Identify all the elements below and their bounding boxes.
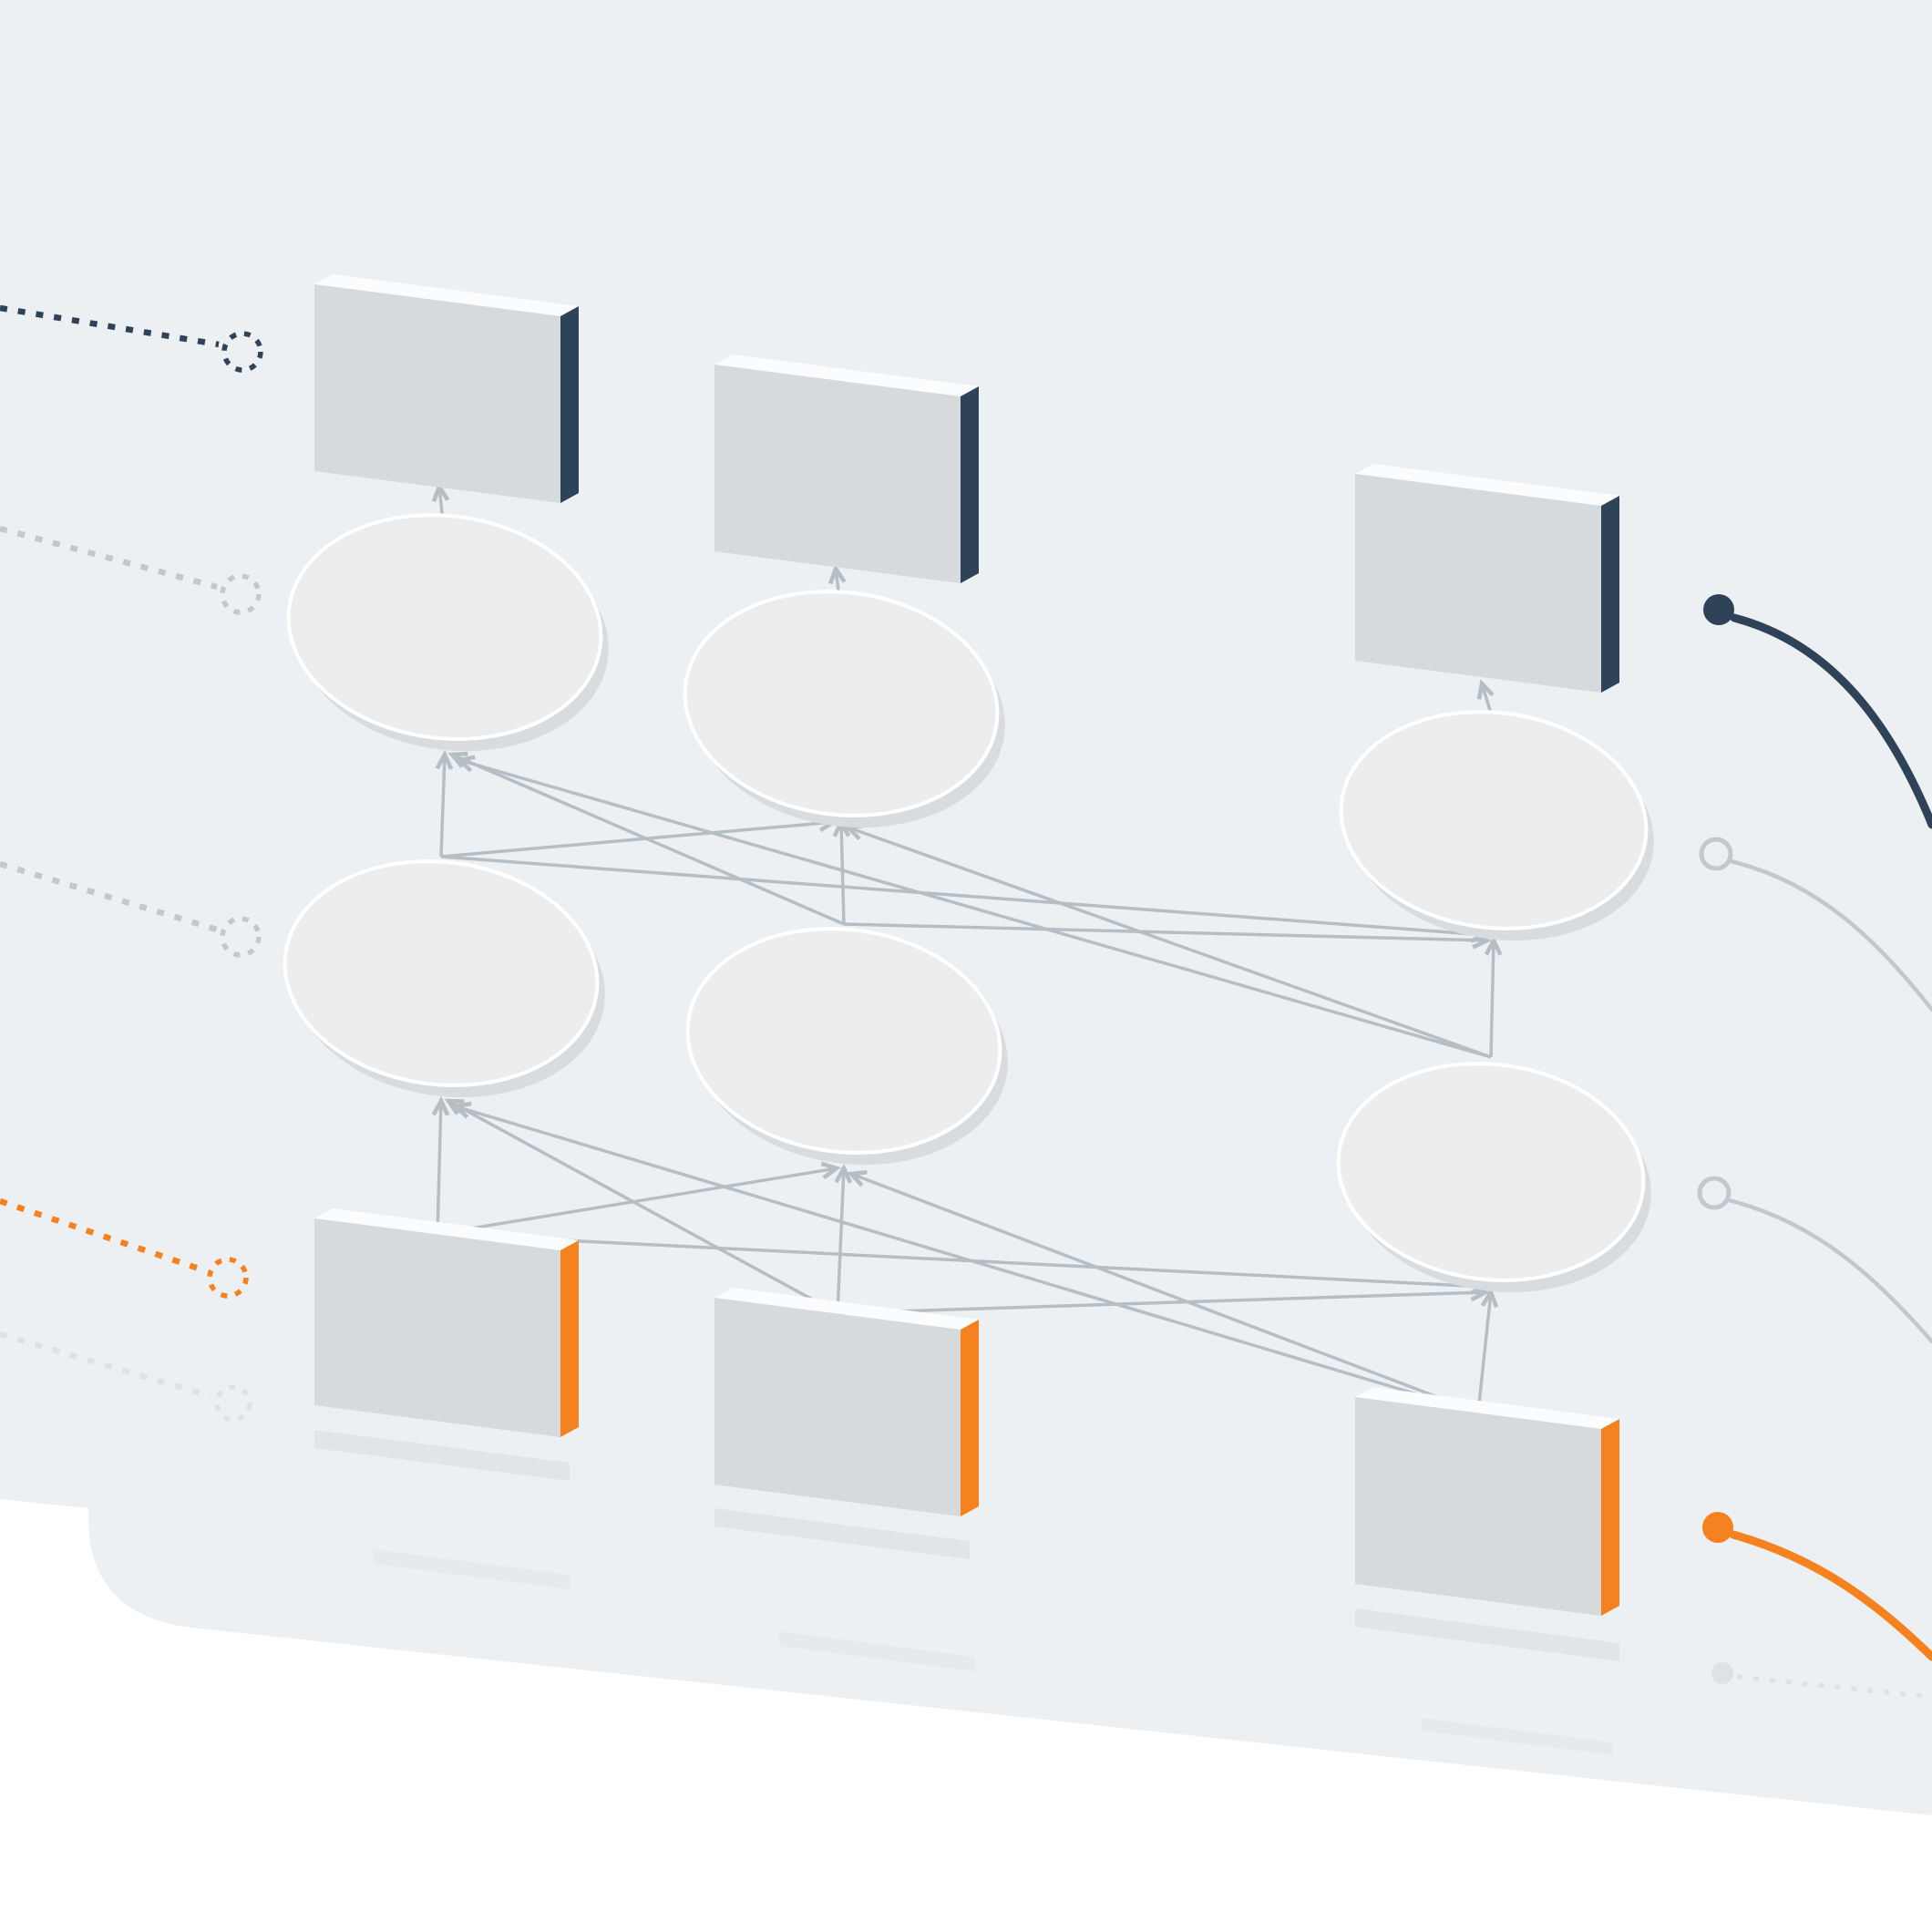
- filled-dot-marker: [1702, 1512, 1733, 1543]
- ellipse-face: [283, 859, 600, 1087]
- hidden-node-upper-1: [286, 513, 609, 752]
- box-side-navy: [961, 386, 979, 583]
- connection-arrow: [1476, 1287, 1499, 1413]
- dashed-circle-marker: [207, 1257, 249, 1299]
- reflection-strip: [374, 1549, 570, 1589]
- connection-arrow: [844, 823, 1492, 1059]
- hidden-node-upper-3: [1339, 710, 1654, 941]
- reflection-strips: [314, 1430, 1619, 1755]
- box-face: [1355, 474, 1601, 693]
- dashed-circle-marker: [220, 916, 262, 958]
- box-side-orange: [961, 1320, 979, 1516]
- right-connector-faint: [1711, 1662, 1932, 1700]
- dashed-lead-line: [0, 525, 218, 591]
- box-side-orange: [1601, 1419, 1619, 1616]
- right-connector-orange: [1702, 1512, 1932, 1661]
- reflection-strip: [1355, 1608, 1619, 1661]
- reflection-strip: [779, 1631, 975, 1671]
- box-face: [314, 284, 560, 503]
- box-face: [714, 365, 961, 583]
- connection-arrow: [1484, 935, 1503, 1058]
- ellipse-face: [685, 927, 1002, 1155]
- dashed-circle-marker: [220, 573, 262, 615]
- hidden-node-lower-1: [283, 859, 605, 1098]
- right-connector-gray-1: [1699, 837, 1932, 1012]
- connection-arrow: [843, 922, 1493, 950]
- box-face: [1355, 1397, 1601, 1616]
- input-box-2: [714, 1288, 979, 1516]
- box-top-bevel: [1355, 1387, 1619, 1429]
- connection-arrow: [451, 1101, 1479, 1414]
- hidden-node-lower-3: [1336, 1062, 1651, 1293]
- left-connector-gray-1: [0, 525, 262, 615]
- ellipse-face: [1339, 710, 1649, 930]
- curved-lead-line: [1729, 1530, 1932, 1661]
- box-top-bevel: [1355, 464, 1619, 506]
- curved-lead-line: [1726, 1197, 1932, 1344]
- output-box-1: [314, 274, 579, 503]
- left-connector-faint: [0, 1331, 252, 1423]
- connection-arrow: [440, 855, 1491, 943]
- reflection-strip: [714, 1508, 970, 1559]
- filled-dot-marker: [1703, 594, 1734, 625]
- dashed-circle-marker: [221, 331, 263, 373]
- dashed-circle-marker: [214, 1384, 252, 1423]
- right-connector-gray-2: [1697, 1176, 1932, 1344]
- right-connectors: [1697, 594, 1932, 1700]
- connection-arrow: [832, 817, 851, 925]
- box-side-navy: [560, 306, 579, 503]
- left-connector-gray-2: [0, 860, 262, 958]
- reflection-strip: [314, 1430, 570, 1481]
- box-face: [314, 1218, 560, 1437]
- connection-arrow: [834, 1163, 853, 1314]
- connection-arrow: [437, 1232, 1491, 1296]
- connection-arrow: [837, 1283, 1491, 1315]
- connection-arrow: [435, 749, 454, 858]
- left-connector-navy: [0, 304, 263, 373]
- left-connectors: [0, 304, 263, 1423]
- hidden-node-lower-2: [685, 927, 1008, 1166]
- curved-lead-line: [1730, 613, 1932, 829]
- box-side-navy: [1601, 496, 1619, 693]
- small-dot-marker: [1711, 1662, 1733, 1684]
- box-side-orange: [560, 1240, 579, 1437]
- output-box-3: [1355, 464, 1619, 693]
- ellipse-face: [683, 590, 1000, 817]
- input-box-1: [314, 1208, 579, 1437]
- dashed-lead-line: [0, 304, 220, 348]
- connection-arrows: [431, 481, 1503, 1414]
- box-top-bevel: [314, 1208, 579, 1250]
- box-top-bevel: [314, 274, 579, 316]
- box-top-bevel: [714, 1288, 979, 1330]
- connection-arrow: [847, 1169, 1479, 1414]
- box-top-bevel: [714, 355, 979, 396]
- hollow-circle-marker: [1697, 1176, 1732, 1210]
- connection-arrow: [437, 1161, 842, 1236]
- left-connector-orange: [0, 1197, 249, 1299]
- input-box-3: [1355, 1387, 1619, 1616]
- connection-arrow: [431, 1095, 450, 1235]
- hollow-circle-marker: [1699, 837, 1733, 871]
- curved-lead-line: [1728, 858, 1932, 1012]
- connection-arrow: [455, 755, 1492, 1059]
- ellipse-face: [1336, 1062, 1646, 1282]
- dashed-lead-line: [0, 860, 218, 933]
- right-connector-navy: [1703, 594, 1932, 829]
- connection-arrow: [440, 814, 839, 858]
- connection-arrow: [447, 751, 845, 926]
- box-face: [714, 1298, 961, 1516]
- output-box-2: [714, 355, 979, 583]
- dashed-lead-line: [0, 1331, 211, 1400]
- network-nodes: [283, 274, 1654, 1616]
- reflection-strip: [1422, 1718, 1613, 1755]
- hidden-node-upper-2: [683, 590, 1005, 828]
- connection-arrow: [444, 1098, 838, 1315]
- ellipse-face: [286, 513, 603, 741]
